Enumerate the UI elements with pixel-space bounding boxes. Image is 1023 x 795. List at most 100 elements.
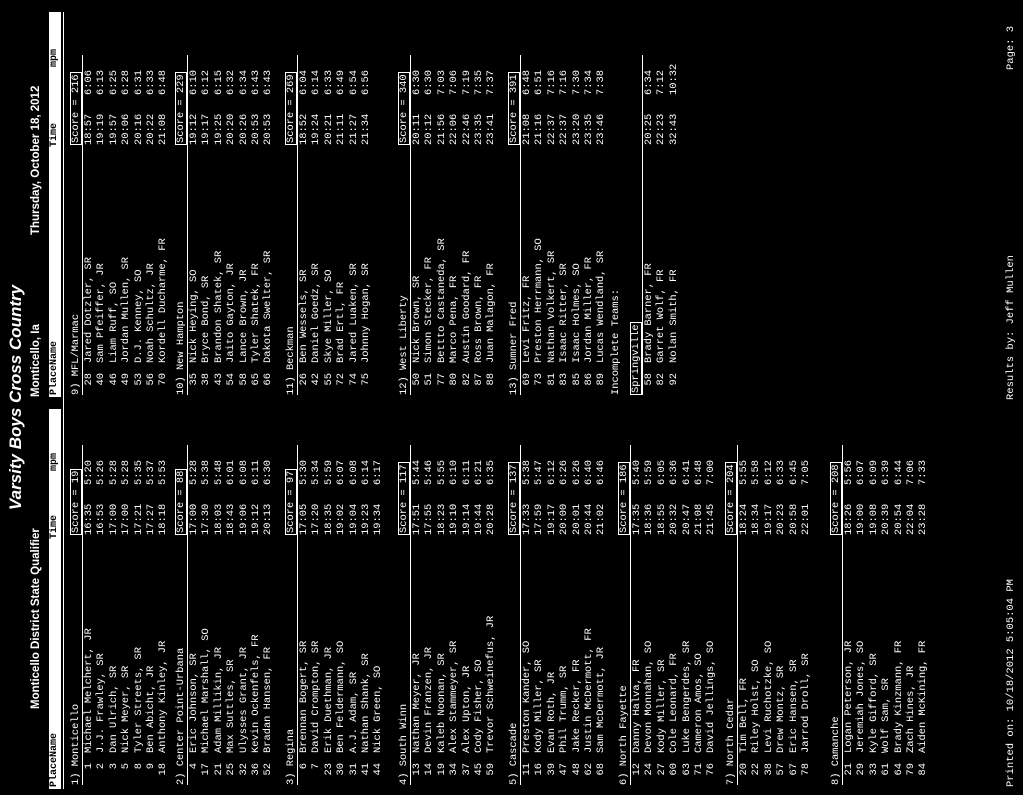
col-name: Name (49, 732, 60, 757)
runner-time: 19:25 (212, 113, 225, 145)
runner-mpm: 6:46 (595, 460, 608, 485)
runner-name: Cole Leonard, FR (668, 653, 681, 753)
runner-name: Nick Green, SO (372, 665, 385, 753)
runner-name: Erik Duethman, JR (322, 646, 335, 753)
runner-place: 70 (157, 373, 170, 386)
runner-name: Adam Millikin, JR (212, 646, 225, 753)
runner-time: 32:43 (667, 113, 680, 145)
runner-name: David Crompton, SR (310, 640, 323, 753)
runner-place: 29 (855, 763, 868, 776)
team-score: Score = 208 (830, 462, 843, 535)
runner-name: A.J. Adam, SR (347, 671, 360, 753)
runner-name: Preston Herrmann, SO (533, 238, 546, 363)
runner-place: 33 (867, 763, 880, 776)
runner-time: 17:51 (411, 503, 423, 535)
runner-mpm: 6:43 (262, 70, 275, 95)
runner-mpm: 7:33 (917, 460, 930, 485)
runner-place: 17 (200, 763, 213, 776)
runner-time: 23:41 (485, 113, 498, 145)
runner-mpm: 6:12 (200, 70, 213, 95)
col-time-2: Time (49, 122, 60, 147)
runner-mpm: 7:03 (435, 70, 448, 95)
runner-time: 20:26 (237, 113, 250, 145)
runner-time: 20:12 (423, 113, 436, 145)
runner-mpm: 5:59 (322, 460, 335, 485)
runner-time: 22:46 (460, 113, 473, 145)
runner-mpm: 6:09 (867, 460, 880, 485)
runner-mpm: 5:34 (310, 460, 323, 485)
runner-mpm: 5:26 (95, 460, 108, 485)
runner-place: 61 (880, 763, 893, 776)
runner-mpm: 6:07 (335, 460, 348, 485)
runner-place: 60 (668, 763, 681, 776)
runner-time: 21:08 (692, 503, 705, 535)
runner-time: 18:23 (435, 503, 448, 535)
runner-time: 20:01 (570, 503, 583, 535)
runner-name: Nick Heying, SO (188, 269, 200, 363)
runner-name: Eric Johnson, SR (188, 653, 200, 753)
runner-time: 23:35 (472, 113, 485, 145)
runner-place: 82 (460, 373, 473, 386)
team-name: 3) Regina (285, 728, 297, 785)
runner-mpm: 6:08 (347, 460, 360, 485)
runner-time: 22:37 (545, 113, 558, 145)
runner-time: 17:59 (533, 503, 546, 535)
runner-mpm: 6:11 (460, 460, 473, 485)
runner-place: 49 (120, 373, 133, 386)
runner-name: Juan Malagon, FR (485, 263, 498, 363)
runner-mpm: 5:38 (200, 460, 213, 485)
runner-time: 20:53 (262, 113, 275, 145)
runner-mpm: 7:38 (595, 70, 608, 95)
runner-mpm: 7:19 (460, 70, 473, 95)
runner-name: Phil Trumm, SR (558, 665, 571, 753)
runner-name: Alex Upton, JR (460, 665, 473, 753)
runner-name: David Jellings, SO (705, 640, 718, 753)
runner-mpm: 10:32 (667, 63, 680, 95)
runner-mpm: 6:49 (335, 70, 348, 95)
runner-time: 19:19 (95, 113, 108, 145)
runner-name: Ben Feldermann, SO (335, 640, 348, 753)
runner-name: D.J. Kenney, SO (132, 269, 145, 363)
runner-time: 21:34 (359, 113, 372, 145)
runner-mpm: 6:33 (775, 460, 788, 485)
runner-place: 1 (83, 763, 95, 770)
runner-name: Tyler Shatek, FR (249, 263, 262, 363)
runner-name: Levi Fritz, FR (521, 275, 533, 363)
runner-place: 24 (643, 763, 656, 776)
team-name: 12) West Liberty (398, 295, 410, 395)
runner-place: 2 (95, 763, 108, 770)
runner-time: 21:45 (705, 503, 718, 535)
runner-place: 89 (595, 373, 608, 386)
runner-name: Bryce Bond, SR (200, 275, 213, 363)
runner-time: 17:00 (107, 503, 120, 535)
runner-place: 63 (680, 763, 693, 776)
runner-time: 17:33 (521, 503, 533, 535)
runner-place: 58 (643, 373, 655, 386)
runner-name: Jaito Gayton, JR (225, 263, 238, 363)
team-score: Score = 340 (398, 72, 411, 145)
runner-time: 18:57 (83, 113, 95, 145)
meet-date: Thursday, October 18, 2012 (30, 85, 42, 235)
